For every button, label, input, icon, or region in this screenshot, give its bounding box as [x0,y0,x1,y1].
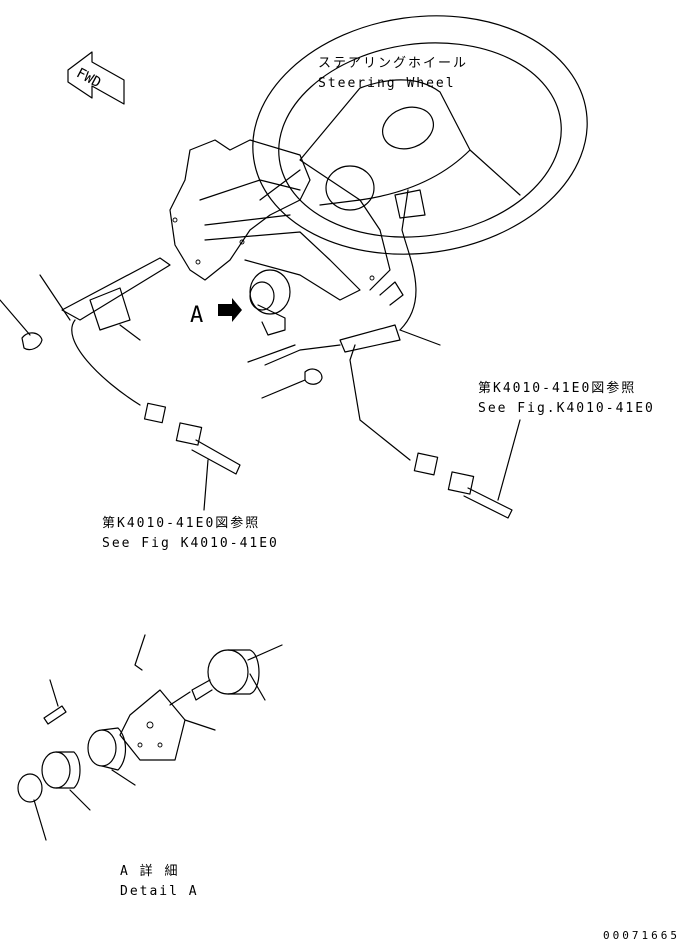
left-switch-lever [0,257,241,511]
steering-wheel-label-en: Steering Wheel [318,76,456,91]
steering-column [169,139,391,336]
detail-a-exploded-view [17,634,283,841]
fwd-label: FWD [74,65,104,91]
detail-a-label-jp: A 詳 細 [120,864,180,879]
drawing-number: 00071665 [603,929,680,942]
steering-wheel-label-jp: ステアリングホイール [318,56,469,71]
ref-right-label-en: See Fig.K4010-41E0 [478,401,655,416]
right-wiring-harness [247,189,521,519]
view-a-marker: A [190,303,204,328]
view-a-arrow-icon [218,298,242,322]
ref-right-label-jp: 第K4010-41E0図参照 [478,381,637,396]
detail-a-label-en: Detail A [120,884,199,899]
fwd-arrow-icon: FWD [67,51,125,105]
ref-left-label-jp: 第K4010-41E0図参照 [102,516,261,531]
steering-wheel [252,15,588,255]
ref-left-label-en: See Fig K4010-41E0 [102,536,279,551]
